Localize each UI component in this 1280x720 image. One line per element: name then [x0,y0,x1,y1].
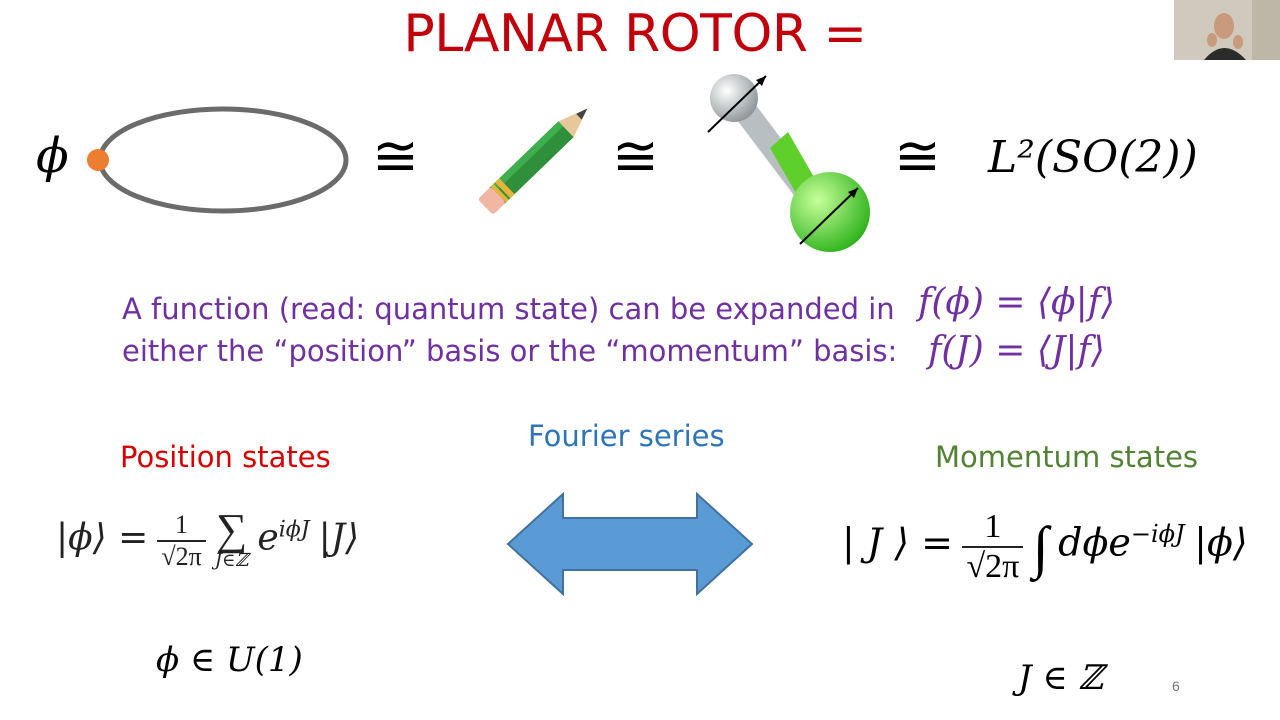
molecule-icon [707,74,870,252]
J-domain: J ∈ ℤ [1018,658,1104,698]
webcam-thumbnail [1174,0,1280,60]
momentum-fraction: 1 √2π [962,508,1024,586]
f-J-equation: f(J) = ⟨J|f⟩ [928,330,1105,371]
position-states-label: Position states [120,440,331,474]
sum-operator: ∑ J∈ℤ [214,505,249,572]
circle-diagram-icon [87,106,349,214]
fourier-series-label: Fourier series [528,419,725,453]
presenter-video [1174,0,1280,60]
cong-symbol-2: ≅ [612,124,659,189]
integral-operator: ∫ [1032,514,1049,580]
f-phi-equation: f(ϕ) = ⟨ϕ|f⟩ [918,282,1116,323]
position-ket: |ϕ⟩ = [56,517,149,559]
slide-title: PLANAR ROTOR = [403,4,867,64]
double-arrow-icon [506,492,754,596]
momentum-state-formula: | J ⟩ = 1 √2π ∫ dϕe−iϕJ |ϕ⟩ [842,508,1248,586]
position-fraction: 1 √2π [157,510,206,572]
cong-symbol: ≅ [372,124,419,189]
page-number: 6 [1172,678,1180,694]
momentum-states-label: Momentum states [935,440,1199,474]
cong-symbol-3: ≅ [894,124,941,189]
description-line-2: either the “position” basis or the “mome… [122,334,898,368]
l2-so2-expression: L²(SO(2)) [988,132,1198,183]
basis-description: A function (read: quantum state) can be … [122,288,897,372]
pencil-icon [479,108,588,214]
phi-domain: ϕ ∈ U(1) [156,640,303,680]
phi-symbol: ϕ [36,128,69,184]
position-state-formula: |ϕ⟩ = 1 √2π ∑ J∈ℤ eiϕJ |J⟩ [56,505,360,572]
description-line-1: A function (read: quantum state) can be … [122,292,895,326]
momentum-ket: | J ⟩ = [842,520,953,565]
